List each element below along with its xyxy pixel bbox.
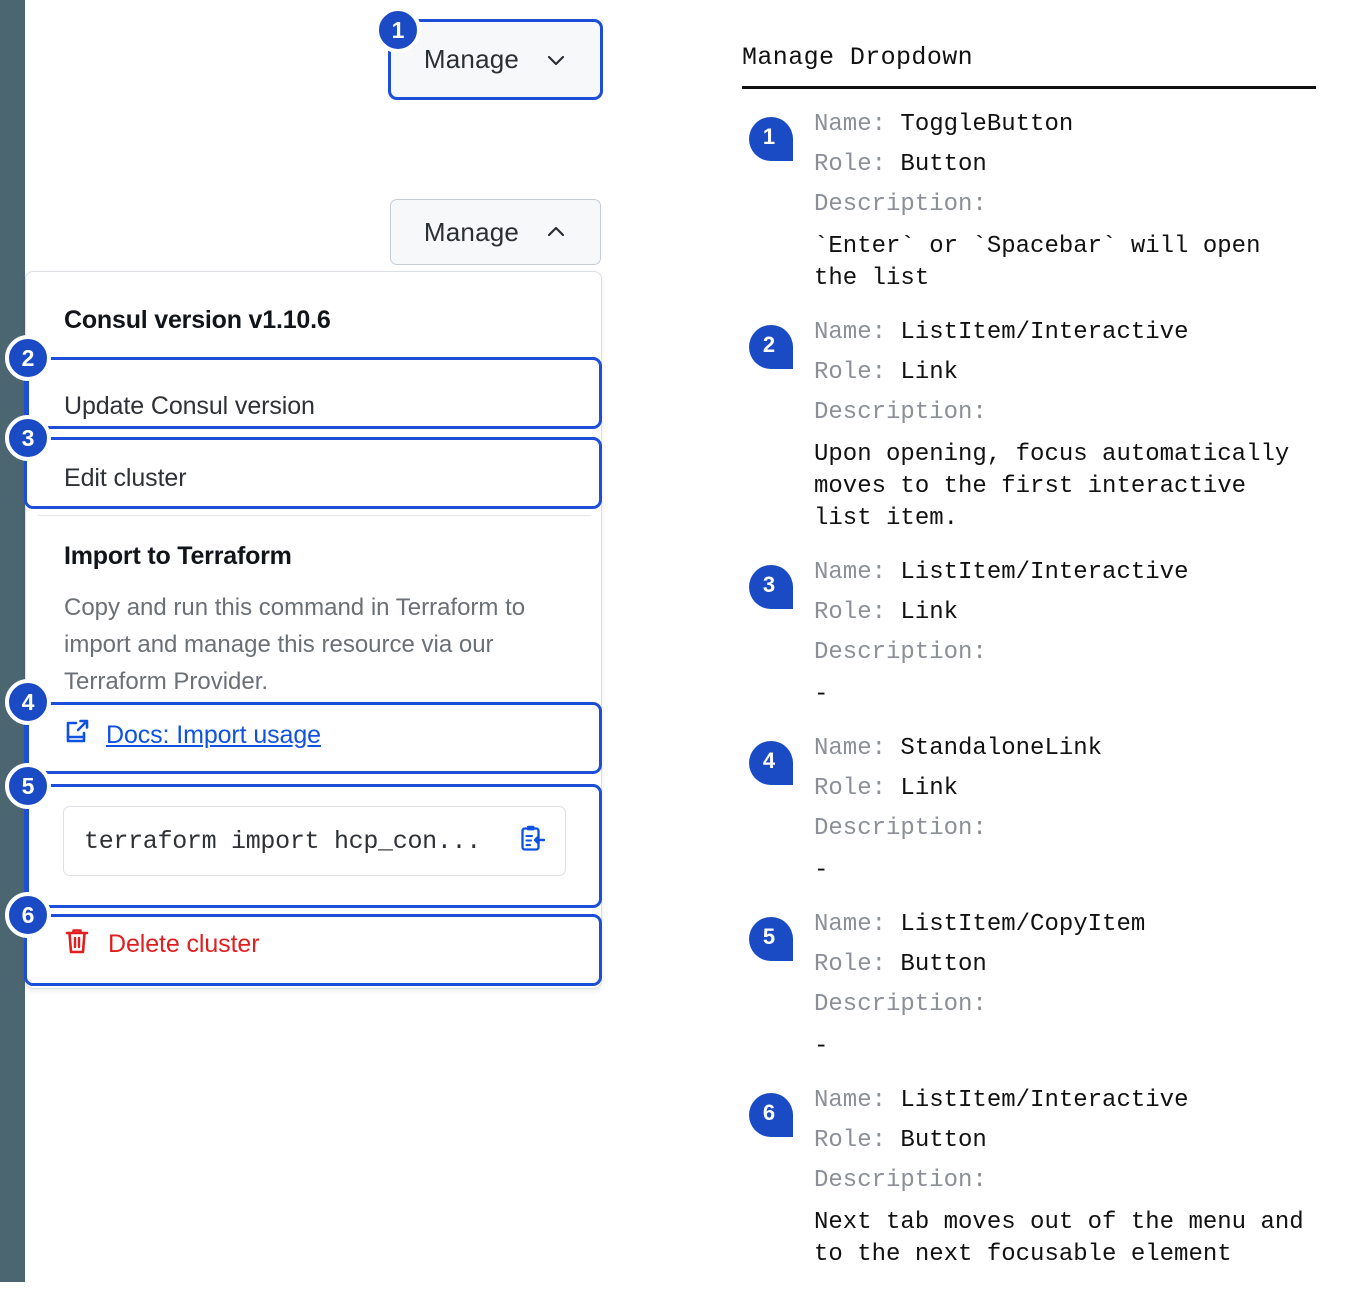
annotation-name-value: ListItem/Interactive: [900, 559, 1189, 586]
badge-connector-4-5: [25, 725, 29, 763]
external-link-icon: [64, 719, 90, 752]
callout-badge-5: 5: [5, 763, 51, 809]
menu-item-update-consul-version[interactable]: Update Consul version: [26, 370, 603, 442]
annotation-name-label: Name:: [814, 319, 901, 346]
annotation-description-label: Description:: [814, 815, 987, 842]
chevron-down-icon: [545, 49, 567, 71]
annotation-description-value: Next tab moves out of the menu and to th…: [814, 1209, 1304, 1268]
annotation-name: Name: ListItem/Interactive: [814, 313, 1342, 353]
annotation-pin-3: 3: [749, 565, 793, 609]
annotation-role-value: Link: [900, 775, 959, 802]
clipboard-copy-icon[interactable]: [517, 824, 547, 859]
annotation-description-label: Description:: [814, 639, 987, 666]
annotation-role-value: Link: [900, 599, 959, 626]
menu-divider: [38, 515, 591, 516]
annotation-role: Role: Button: [814, 945, 1342, 985]
menu-item-edit-cluster[interactable]: Edit cluster: [26, 442, 603, 514]
annotation-name-value: ListItem/Interactive: [900, 1087, 1189, 1114]
callout-badge-1: 1: [375, 7, 421, 53]
annotation-role-value: Button: [900, 151, 987, 178]
component-preview-area: Manage 1 Manage Consul version v1.10.6 U…: [5, 7, 603, 989]
annotation-role-value: Link: [900, 359, 959, 386]
terraform-command-copy-field[interactable]: terraform import hcp_con...: [63, 806, 566, 876]
annotation-role-label: Role:: [814, 359, 901, 386]
annotation-description-value: -: [814, 857, 829, 884]
panel-title: Manage Dropdown: [742, 43, 974, 72]
left-sidebar-rail: [0, 0, 25, 1282]
annotation-name: Name: ListItem/CopyItem: [814, 905, 1342, 945]
annotation-role: Role: Button: [814, 1121, 1342, 1161]
callout-badge-2: 2: [5, 335, 51, 381]
delete-cluster-label: Delete cluster: [108, 930, 260, 958]
annotation-name: Name: ToggleButton: [814, 105, 1342, 145]
manage-toggle-button-open[interactable]: Manage: [390, 199, 601, 265]
manage-toggle-label-open: Manage: [423, 216, 520, 247]
annotation-name-label: Name:: [814, 911, 901, 938]
annotation-name: Name: ListItem/Interactive: [814, 553, 1342, 593]
annotation-role-label: Role:: [814, 775, 901, 802]
manage-dropdown-panel: Consul version v1.10.6 Update Consul ver…: [25, 271, 602, 989]
annotation-role-value: Button: [900, 1127, 987, 1154]
import-to-terraform-title: Import to Terraform: [64, 542, 292, 570]
chevron-up-icon: [545, 221, 567, 243]
trash-icon: [64, 927, 90, 962]
manage-toggle-label: Manage: [423, 44, 520, 74]
panel-divider: [742, 86, 1316, 89]
annotation-name-value: ListItem/CopyItem: [900, 911, 1146, 938]
annotation-description-label: Description:: [814, 991, 987, 1018]
callout-badge-6: 6: [5, 892, 51, 938]
badge-connector-5-6: [25, 809, 29, 892]
menu-item-update-label: Update Consul version: [64, 391, 315, 420]
annotation-name: Name: ListItem/Interactive: [814, 1081, 1342, 1121]
annotation-pin-6: 6: [749, 1093, 793, 1137]
annotation-pin-4: 4: [749, 741, 793, 785]
annotation-description-label: Description:: [814, 1167, 987, 1194]
badge-connector-2-3: [25, 381, 29, 415]
annotation-name-label: Name:: [814, 735, 901, 762]
terraform-command-text: terraform import hcp_con...: [84, 826, 481, 856]
annotation-name-value: StandaloneLink: [900, 735, 1103, 762]
annotation-name-label: Name:: [814, 559, 901, 586]
annotation-description-value: -: [814, 1033, 829, 1060]
docs-import-usage-label: Docs: Import usage: [106, 721, 321, 749]
menu-item-edit-label: Edit cluster: [64, 463, 187, 492]
annotation-name-value: ToggleButton: [900, 111, 1074, 138]
annotation-role-label: Role:: [814, 151, 901, 178]
annotation-pin-1: 1: [749, 117, 793, 161]
annotation-description-label: Description:: [814, 399, 987, 426]
callout-badge-3: 3: [5, 415, 51, 461]
consul-version-header: Consul version v1.10.6: [64, 306, 331, 334]
annotation-pin-2: 2: [749, 325, 793, 369]
annotation-role-label: Role:: [814, 599, 901, 626]
annotation-description-label: Description:: [814, 191, 987, 218]
annotation-description-value: Upon opening, focus automatically moves …: [814, 441, 1290, 532]
annotation-name-label: Name:: [814, 111, 901, 138]
annotation-role: Role: Link: [814, 593, 1342, 633]
manage-toggle-button-closed[interactable]: Manage: [390, 21, 601, 98]
annotation-description-value: -: [814, 681, 829, 708]
import-to-terraform-description: Copy and run this command in Terraform t…: [64, 594, 526, 695]
annotation-role-value: Button: [900, 951, 987, 978]
annotation-role: Role: Link: [814, 353, 1342, 393]
docs-import-usage-link[interactable]: Docs: Import usage: [64, 719, 321, 752]
annotation-role-label: Role:: [814, 951, 901, 978]
annotation-role: Role: Link: [814, 769, 1342, 809]
annotation-role-label: Role:: [814, 1127, 901, 1154]
annotation-name: Name: StandaloneLink: [814, 729, 1342, 769]
annotation-pin-5: 5: [749, 917, 793, 961]
annotation-role: Role: Button: [814, 145, 1342, 185]
annotation-name-value: ListItem/Interactive: [900, 319, 1189, 346]
menu-item-delete-cluster[interactable]: Delete cluster: [64, 927, 260, 962]
callout-badge-4: 4: [5, 679, 51, 725]
annotation-name-label: Name:: [814, 1087, 901, 1114]
annotation-description-value: `Enter` or `Spacebar` will open the list: [814, 233, 1261, 292]
